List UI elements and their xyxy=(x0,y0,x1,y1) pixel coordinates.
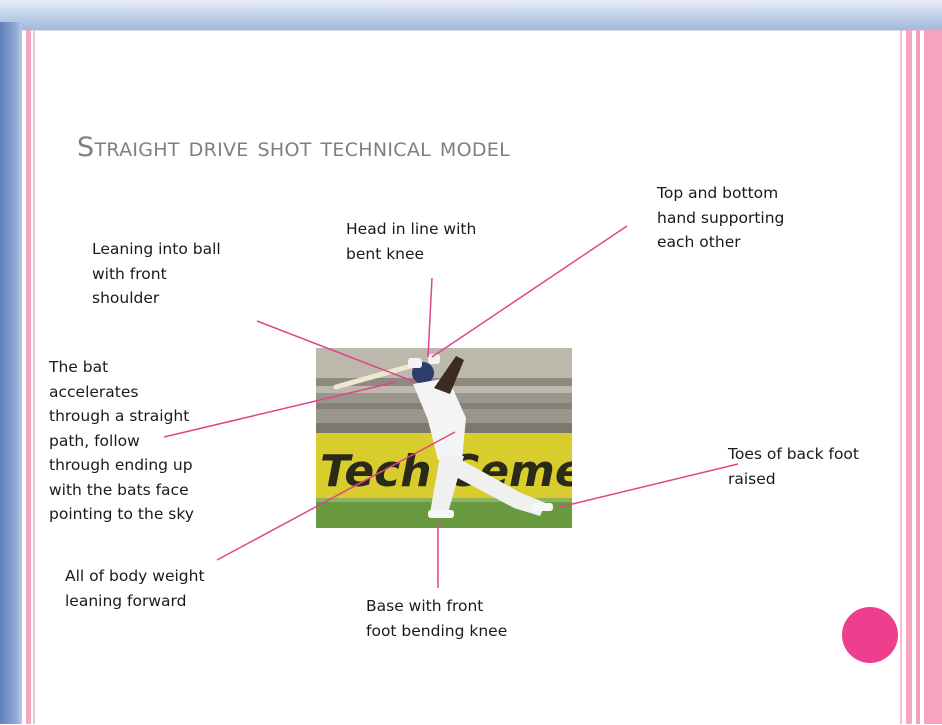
label-bat-path: The bat accelerates through a straight p… xyxy=(49,358,194,523)
label-head-in-line: Head in line with bent knee xyxy=(346,220,477,263)
window-title-bar xyxy=(0,0,942,32)
label-front-foot-base: Base with front foot bending knee xyxy=(366,597,508,640)
line-hands xyxy=(431,225,628,358)
right-stripe-thin xyxy=(900,30,902,724)
line-body xyxy=(216,431,456,561)
line-head xyxy=(427,277,433,358)
label-toes-raised: Toes of back foot raised xyxy=(728,445,859,488)
left-stripe-thin xyxy=(33,30,35,724)
window-left-pane xyxy=(0,22,22,724)
cricket-photo-art: Tech Cement xyxy=(316,348,572,528)
label-body-weight: All of body weight leaning forward xyxy=(65,567,205,610)
label-hands-supporting: Top and bottom hand supporting each othe… xyxy=(657,184,785,251)
right-stripe-wide xyxy=(924,30,942,724)
label-leaning-shoulder: Leaning into ball with front shoulder xyxy=(92,240,221,307)
slide-title: Straight drive shot technical model xyxy=(77,132,510,163)
line-bat xyxy=(163,381,397,438)
decorative-pink-circle xyxy=(842,607,898,663)
left-stripe-thick xyxy=(26,30,31,724)
line-toes xyxy=(559,463,739,508)
line-leaning xyxy=(256,320,416,383)
right-stripe-b xyxy=(916,30,920,724)
cricket-photo: Tech Cement xyxy=(316,348,572,528)
right-stripe-a xyxy=(906,30,912,724)
